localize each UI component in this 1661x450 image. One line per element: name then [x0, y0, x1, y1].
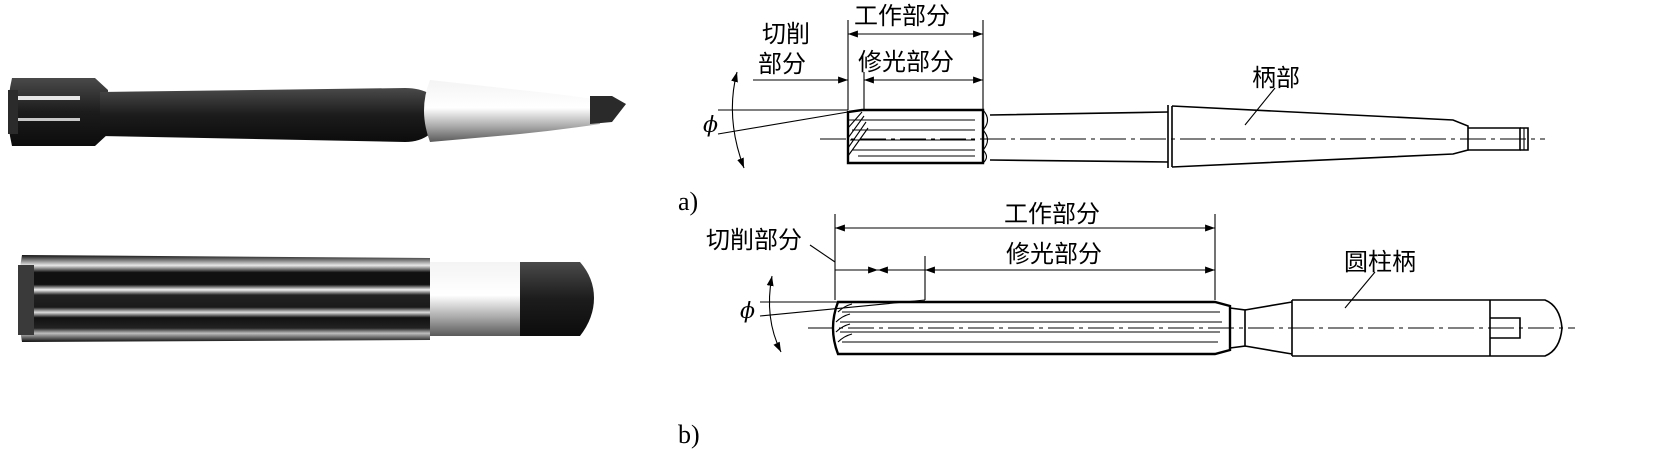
shank-label-a: 柄部 [1252, 64, 1300, 92]
angle-symbol-b: ϕ [740, 299, 755, 324]
finishing-part-label-b: 修光部分 [1006, 240, 1102, 268]
angle-arc-b [766, 275, 782, 353]
angle-symbol-a: ϕ [703, 113, 718, 138]
cutting-part-label-a-line1: 切削 [762, 20, 810, 48]
figure-label-a: a) [678, 187, 698, 216]
figure-label-b: b) [678, 420, 700, 449]
working-part-label-b: 工作部分 [1004, 200, 1100, 228]
shank-label-b: 圆柱柄 [1344, 248, 1416, 276]
cutting-part-label-b: 切削部分 [706, 226, 802, 254]
cutting-part-label-a-line2: 部分 [758, 50, 806, 78]
photo-taper-shank-reamer [8, 78, 626, 146]
angle-arc-a [731, 71, 745, 169]
drawing-a: 工作部分 切削 部分 修光部分 柄部 ϕ a) [678, 2, 1545, 216]
finishing-part-label-a: 修光部分 [858, 48, 954, 76]
drawing-b: 工作部分 切削部分 修光部分 圆柱柄 ϕ b) [678, 200, 1575, 449]
photo-straight-shank-reamer [18, 255, 594, 342]
working-part-label-a: 工作部分 [854, 2, 950, 30]
